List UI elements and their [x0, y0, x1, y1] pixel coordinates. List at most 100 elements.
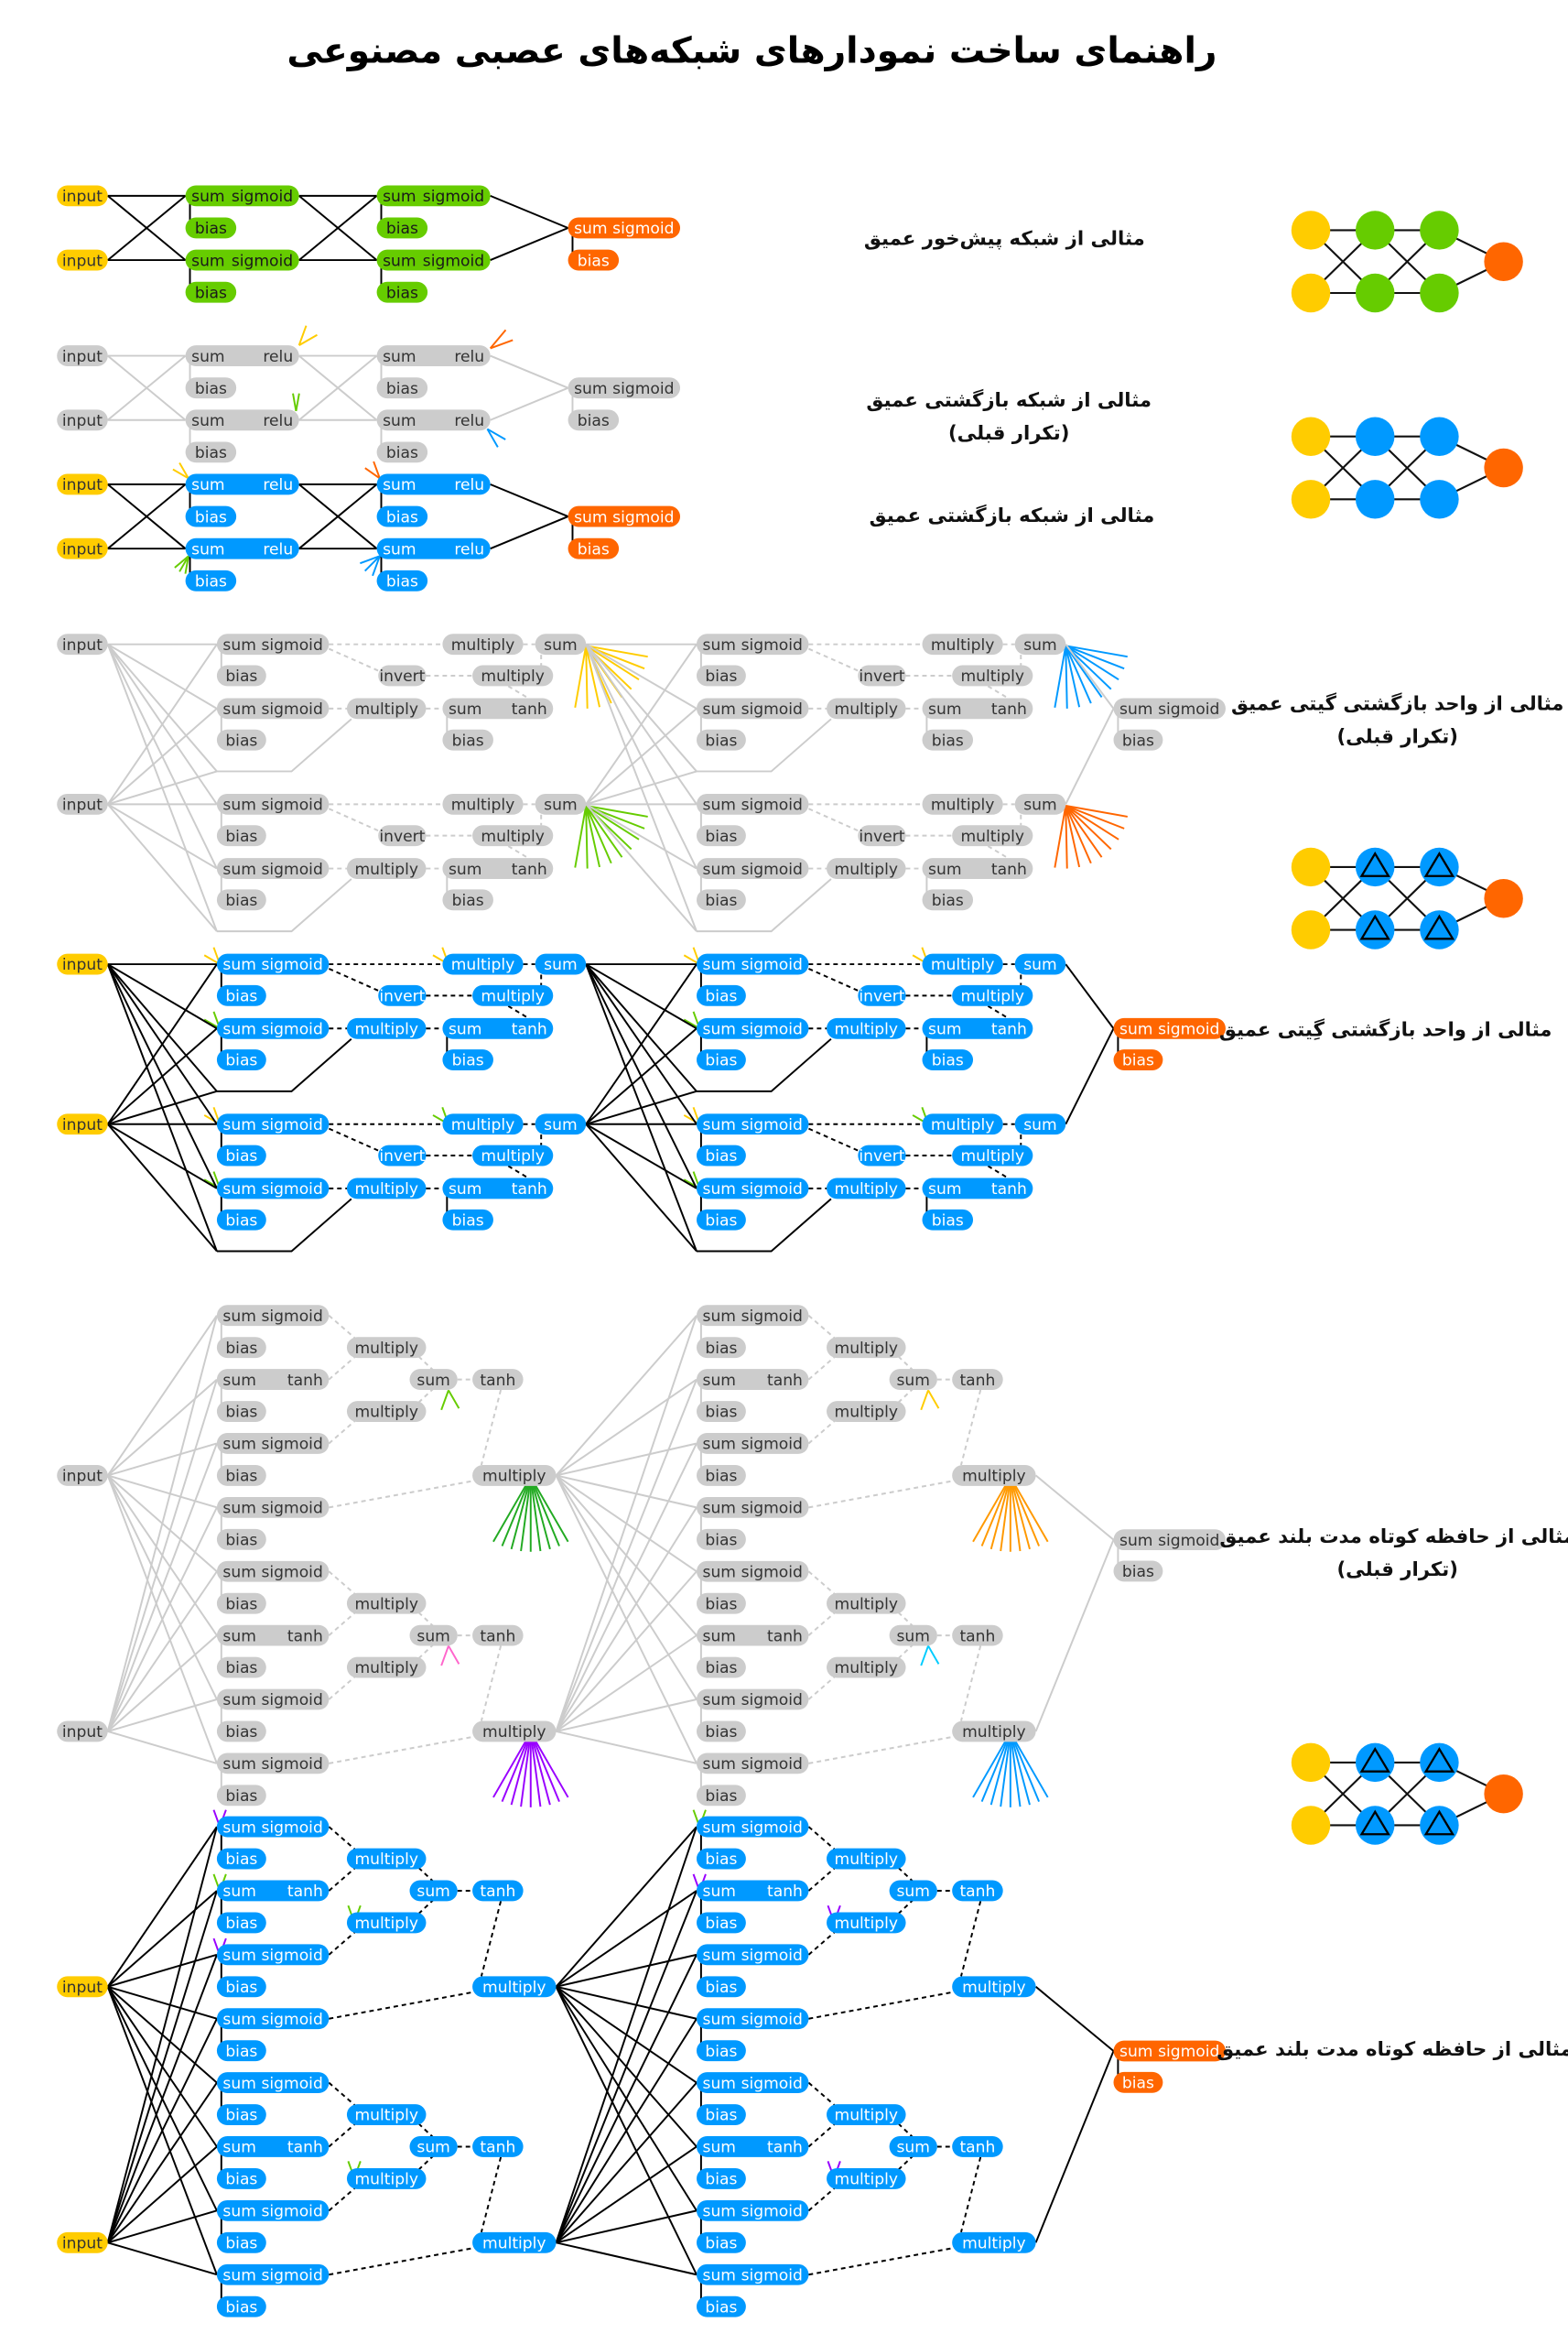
recurrent-connection-mark [486, 429, 499, 448]
node-shape [216, 1017, 330, 1039]
recurrent-connection-mark [298, 333, 318, 346]
connection [490, 227, 568, 261]
node-shape [346, 2168, 427, 2189]
recurrent-connection-mark [1009, 1731, 1049, 1798]
node-label-multiply: multiply [354, 1180, 418, 1199]
node-label-sum: sum [703, 956, 736, 974]
node-label-invert: invert [859, 988, 904, 1006]
recurrent-connection-mark [1065, 645, 1092, 704]
connection [490, 515, 568, 550]
node-shape [57, 793, 108, 815]
node-multiply: multiply [346, 1337, 427, 1359]
dashed-connection [328, 1672, 360, 1700]
connection [107, 2209, 218, 2244]
connection [555, 2145, 697, 2244]
node-label-sigmoid: sigmoid [261, 636, 322, 655]
node-label-tanh: tanh [287, 1883, 323, 1901]
node-label-multiply: multiply [931, 1116, 995, 1134]
node-bias: bias [696, 1785, 746, 1807]
node-label-input: input [62, 1468, 103, 1486]
node-label-sum: sum [449, 861, 481, 879]
node-shape [827, 698, 906, 720]
input-neuron-icon [1291, 211, 1331, 250]
dashed-connection [480, 2156, 503, 2233]
node-multiply: multiply [827, 1592, 906, 1614]
node-label-bias: bias [225, 1340, 257, 1358]
connection [1034, 2050, 1115, 2243]
recurrent-connection-mark [1054, 805, 1067, 868]
dashed-connection [897, 1644, 914, 1659]
connection [585, 963, 697, 1189]
node-label-sum: sum [191, 252, 224, 270]
node-label-sum: sum [222, 1020, 255, 1038]
node-shape [696, 1848, 746, 1870]
input-neuron-icon [1291, 480, 1331, 519]
recurrent-connection-mark [972, 1476, 1011, 1543]
node-label-sum: sum [928, 700, 961, 719]
recurrent-connection-mark [585, 646, 600, 708]
node-shape [378, 984, 427, 1006]
node-shape [216, 2199, 330, 2221]
node-label-sigmoid: sigmoid [741, 1755, 803, 1774]
node-label-sum: sum [928, 1180, 961, 1199]
connection [106, 1475, 218, 1764]
node-multiply: multiply [346, 1912, 427, 1934]
node-input: input [57, 793, 108, 815]
connection [107, 1378, 218, 1477]
node-label-input: input [62, 2235, 103, 2253]
node-input: input [57, 345, 108, 366]
node-shape [922, 729, 974, 751]
node-label-sum: sum [703, 1818, 736, 1837]
node-shape [472, 1624, 524, 1646]
node-shape [216, 634, 330, 656]
node-label-tanh: tanh [991, 1020, 1027, 1038]
node-sum: sum [1014, 634, 1066, 656]
connection [555, 1986, 697, 2275]
dashed-connection [987, 845, 1011, 861]
node-shape [696, 2231, 746, 2253]
recurrent-connection-mark [490, 339, 514, 350]
node-shape [922, 793, 1003, 815]
node-label-sum: sum [222, 1372, 255, 1390]
recurrent-connection-mark [1065, 645, 1128, 658]
node-bias: bias [696, 729, 746, 751]
connection [106, 1986, 218, 2275]
connection [106, 1474, 218, 1700]
node-label-relu: relu [263, 412, 293, 430]
dashed-connection [808, 808, 863, 834]
node-label-multiply: multiply [451, 797, 515, 815]
node-shape [952, 1465, 1036, 1486]
node-label-multiply: multiply [835, 1340, 899, 1358]
node-label-sigmoid: sigmoid [612, 220, 674, 238]
node-label-multiply: multiply [482, 2235, 546, 2253]
node-label-sigmoid: sigmoid [261, 1563, 322, 1581]
connection [556, 1730, 697, 1764]
output-neuron-icon [1484, 242, 1523, 281]
node-shape [952, 1720, 1036, 1742]
connection [106, 1826, 218, 1988]
connection [696, 1198, 832, 1253]
node-multiply: multiply [346, 1017, 427, 1039]
node-label-multiply: multiply [835, 861, 899, 879]
connection [107, 1730, 218, 1764]
node-label-sum: sum [191, 412, 224, 430]
node-shape [696, 1720, 746, 1742]
node-shape [216, 953, 330, 975]
node-label-sigmoid: sigmoid [261, 1818, 322, 1837]
node-label-bias: bias [225, 2043, 257, 2061]
node-shape [696, 1465, 746, 1486]
node-bias: bias [696, 825, 746, 847]
node-label-bias: bias [705, 1404, 737, 1422]
dashed-connection [480, 1389, 503, 1466]
node-label-sum: sum [1119, 2043, 1152, 2061]
node-shape [346, 1177, 427, 1199]
node-shape [952, 2136, 1003, 2157]
node-shape [1014, 953, 1066, 975]
connection [585, 1123, 697, 1253]
node-multiply: multiply [346, 698, 427, 720]
